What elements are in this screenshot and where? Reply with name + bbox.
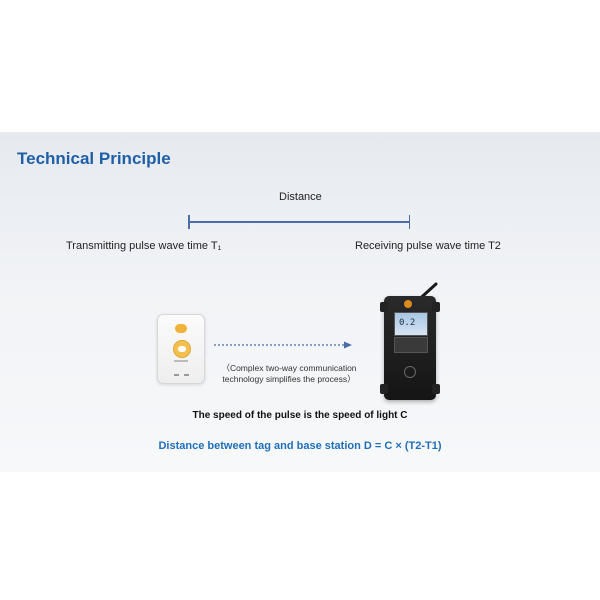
distance-bracket-line xyxy=(188,221,410,223)
slide: Technical Principle Distance Transmittin… xyxy=(0,132,600,472)
slide-title: Technical Principle xyxy=(17,149,171,168)
process-note-line-1: （Complex two-way communication xyxy=(221,363,357,373)
distance-label: Distance xyxy=(279,191,322,203)
tag-logo xyxy=(173,340,191,358)
station-screen: 0.2 xyxy=(394,312,428,336)
dotted-arrow-icon xyxy=(214,341,352,349)
station-plate xyxy=(394,337,428,353)
base-station-icon: 0.2 xyxy=(378,282,442,400)
station-logo xyxy=(404,300,412,308)
tag-indicator xyxy=(175,324,187,333)
distance-bracket-right-cap xyxy=(408,215,410,229)
receive-label: Receiving pulse wave time T2 xyxy=(355,240,501,252)
speed-of-pulse-text: The speed of the pulse is the speed of l… xyxy=(192,410,408,421)
transmit-label: Transmitting pulse wave time T₁ xyxy=(66,240,222,252)
process-note: （Complex two-way communication technolog… xyxy=(214,363,364,385)
distance-bracket xyxy=(188,215,410,229)
distance-formula: Distance between tag and base station D … xyxy=(158,440,442,452)
station-screen-value: 0.2 xyxy=(399,318,416,328)
power-icon xyxy=(404,366,416,378)
process-note-line-2: technology simplifies the process） xyxy=(222,374,356,384)
uwb-tag-icon xyxy=(157,314,205,384)
